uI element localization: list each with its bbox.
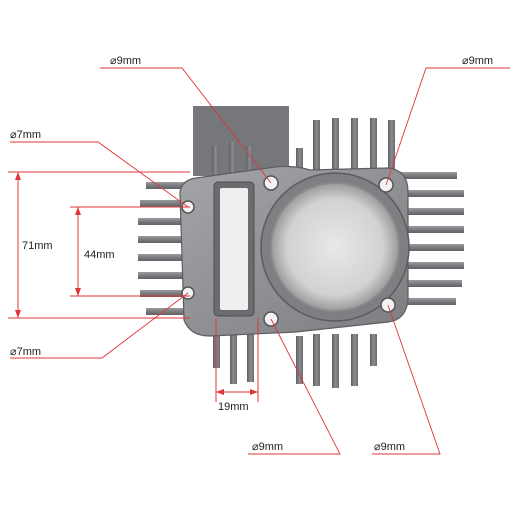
leader-lines — [10, 67, 510, 455]
label-hole-lower-left: ⌀7mm — [10, 346, 41, 358]
top-fins — [212, 118, 395, 180]
label-hole-bottom-center: ⌀9mm — [252, 441, 283, 453]
label-width-bottom: 19mm — [218, 401, 249, 413]
label-hole-bottom-right: ⌀9mm — [374, 441, 405, 453]
dimension-lines — [8, 171, 259, 402]
rear-block — [193, 106, 289, 176]
label-hole-top-left: ⌀9mm — [110, 55, 141, 67]
left-fins — [138, 182, 188, 315]
cylinder-body — [138, 106, 464, 388]
dimension-labels: ⌀9mm ⌀9mm ⌀7mm ⌀7mm ⌀9mm ⌀9mm 71mm 44mm … — [10, 55, 493, 453]
cylinder-bore — [270, 182, 400, 312]
label-hole-upper-left: ⌀7mm — [10, 129, 41, 141]
label-hole-top-right: ⌀9mm — [462, 55, 493, 67]
bottom-fins — [213, 330, 377, 388]
label-height-outer: 71mm — [22, 240, 53, 252]
label-height-inner: 44mm — [84, 249, 115, 261]
right-fins — [395, 172, 464, 305]
